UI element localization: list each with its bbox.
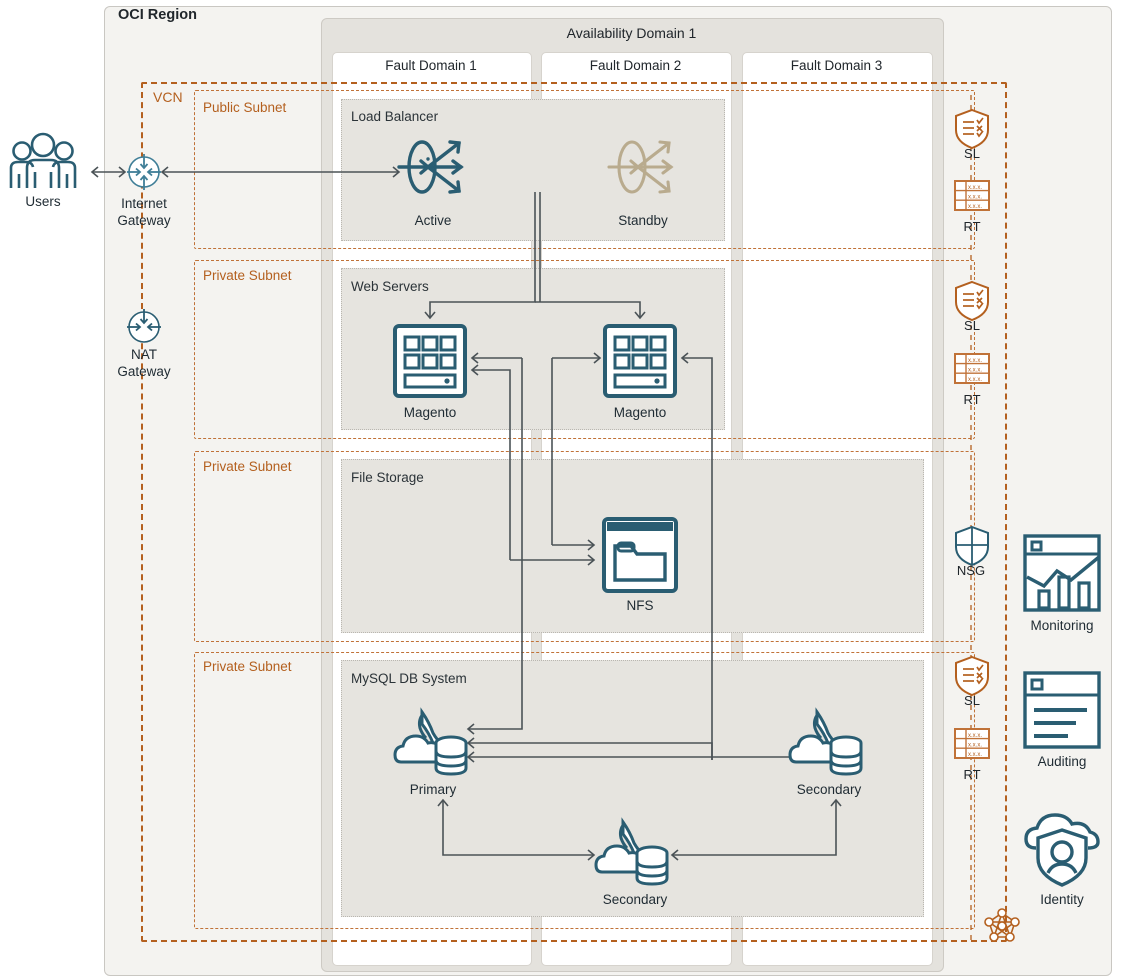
load-balancer-active-icon (395, 128, 471, 206)
fault-domain-1-title: Fault Domain 1 (385, 58, 477, 73)
magento-fd1-icon (393, 324, 467, 398)
load-balancer-standby-icon (605, 128, 681, 206)
public-subnet-label: Public Subnet (203, 100, 287, 115)
fault-domain-3-title: Fault Domain 3 (790, 58, 883, 73)
route-table-label-2: RT (963, 392, 981, 407)
file-storage-tile-title: File Storage (351, 470, 424, 485)
svg-text:x.x.x.: x.x.x. (968, 743, 982, 749)
users-icon (8, 132, 78, 190)
magento-fd2-label: Magento (613, 405, 667, 420)
network-mesh-icon (982, 905, 1022, 945)
private-subnet-3-label: Private Subnet (203, 659, 292, 674)
route-table-label-3: RT (963, 767, 981, 782)
svg-text:x.x.x.: x.x.x. (968, 185, 982, 191)
auditing-icon (1022, 670, 1102, 750)
svg-text:x.x.x.: x.x.x. (968, 377, 982, 383)
nat-gateway-label-line2: Gateway (117, 364, 171, 379)
private-subnet-2-boundary (194, 451, 975, 642)
private-subnet-3-boundary (194, 652, 975, 929)
security-list-icon-3 (953, 655, 991, 697)
load-balancer-active-label: Active (414, 213, 452, 228)
web-servers-tile-title: Web Servers (351, 279, 429, 294)
magento-fd2-icon (603, 324, 677, 398)
svg-text:x.x.x.: x.x.x. (968, 358, 982, 364)
nfs-icon (601, 516, 679, 594)
load-balancer-standby-label: Standby (618, 213, 668, 228)
nfs-label: NFS (626, 598, 654, 613)
public-subnet-boundary (194, 90, 975, 249)
network-security-group-icon (953, 525, 991, 567)
identity-icon (1022, 810, 1102, 890)
security-list-label-2: SL (964, 318, 980, 333)
oci-region-title: OCI Region (118, 7, 197, 23)
route-table-icon-2: x.x.x. x.x.x. x.x.x. (953, 350, 991, 388)
magento-fd1-label: Magento (403, 405, 457, 420)
monitoring-icon (1022, 533, 1102, 613)
route-table-icon-1: x.x.x. x.x.x. x.x.x. (953, 177, 991, 215)
mysql-primary-icon (393, 700, 475, 778)
svg-text:x.x.x.: x.x.x. (968, 733, 982, 739)
network-security-group-label: NSG (956, 563, 986, 578)
users-label: Users (25, 194, 61, 209)
mysql-secondary-fd3-label: Secondary (796, 782, 862, 797)
svg-text:x.x.x.: x.x.x. (968, 195, 982, 201)
mysql-primary-label: Primary (409, 782, 457, 797)
mysql-secondary-fd3-icon (788, 700, 870, 778)
vcn-label: VCN (153, 89, 183, 105)
security-list-icon-1 (953, 108, 991, 150)
route-table-icon-3: x.x.x. x.x.x. x.x.x. (953, 725, 991, 763)
mysql-secondary-fd2-label: Secondary (602, 892, 668, 907)
internet-gateway-icon (125, 152, 163, 192)
internet-gateway-label-line2: Gateway (117, 213, 171, 228)
private-subnet-2-label: Private Subnet (203, 459, 292, 474)
svg-text:x.x.x.: x.x.x. (968, 752, 982, 758)
private-subnet-1-label: Private Subnet (203, 268, 292, 283)
mysql-db-system-tile (341, 660, 924, 917)
svg-text:x.x.x.: x.x.x. (968, 368, 982, 374)
route-table-label-1: RT (963, 219, 981, 234)
security-list-icon-2 (953, 280, 991, 322)
internet-gateway-label-line1: Internet (121, 196, 167, 211)
security-list-label-1: SL (964, 146, 980, 161)
identity-label: Identity (1040, 892, 1084, 907)
mysql-secondary-fd2-icon (594, 810, 676, 888)
monitoring-label: Monitoring (1030, 618, 1094, 633)
security-list-label-3: SL (964, 693, 980, 708)
load-balancer-tile-title: Load Balancer (351, 109, 439, 124)
svg-text:x.x.x.: x.x.x. (968, 204, 982, 210)
mysql-db-system-tile-title: MySQL DB System (351, 671, 467, 686)
nat-gateway-label-line1: NAT (131, 347, 157, 362)
vcn-boundary (141, 82, 1007, 942)
auditing-label: Auditing (1037, 754, 1087, 769)
availability-domain-title: Availability Domain 1 (566, 25, 697, 41)
private-subnet-1-boundary (194, 260, 975, 439)
fault-domain-2-title: Fault Domain 2 (589, 58, 682, 73)
nat-gateway-icon (125, 305, 163, 345)
